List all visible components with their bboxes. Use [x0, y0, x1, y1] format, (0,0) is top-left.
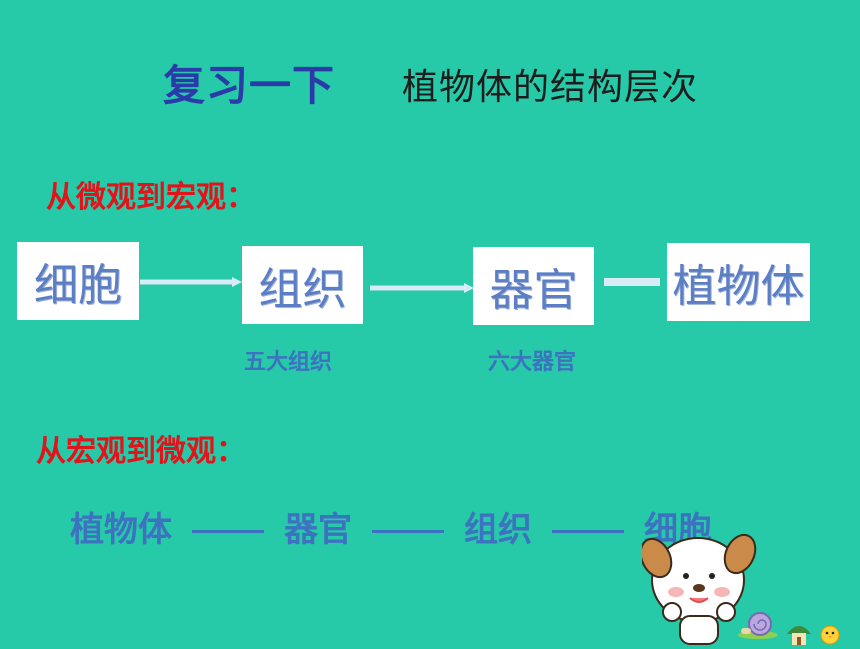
macro-to-micro-sequence: 植物体器官组织细胞: [70, 502, 712, 551]
seq-tissue: 组织: [464, 510, 532, 550]
arrow-cell-to-tissue: [140, 276, 242, 287]
box-cell: 细胞: [17, 242, 139, 320]
arrow-tissue-to-organ: [370, 282, 474, 293]
seq-dash: [552, 530, 624, 533]
arrow-organ-to-plant: [604, 276, 660, 286]
snail-icon: [738, 608, 782, 644]
note-five-tissues: 五大组织: [244, 350, 333, 375]
box-organ: 器官: [473, 247, 594, 325]
heading-macro-to-micro: 从宏观到微观：: [36, 434, 246, 469]
note-six-organs: 六大器官: [488, 350, 577, 375]
mushroom-house-icon: [786, 620, 812, 649]
box-tissue: 组织: [242, 246, 363, 324]
heading-micro-to-macro: 从微观到宏观：: [46, 180, 256, 215]
slide-title: 复习一下: [163, 61, 336, 110]
puppy-mascot-icon: [639, 528, 762, 649]
chick-icon: [818, 622, 842, 649]
seq-plant: 植物体: [70, 510, 172, 550]
seq-dash: [372, 530, 444, 533]
box-plant: 植物体: [667, 243, 810, 321]
seq-dash: [192, 530, 264, 533]
seq-organ: 器官: [284, 510, 352, 550]
slide-subtitle: 植物体的结构层次: [402, 67, 699, 108]
